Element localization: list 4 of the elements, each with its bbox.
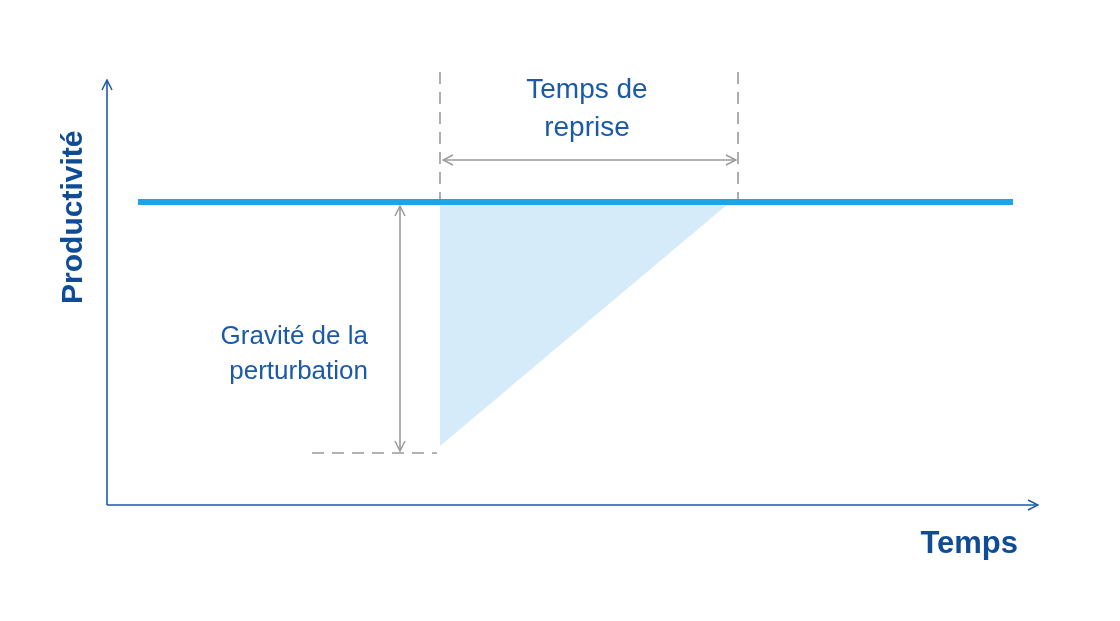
axis-title: Productivité (54, 129, 90, 306)
axis-title: Temps (919, 524, 1018, 562)
dimension-label: Temps de reprise (525, 72, 649, 144)
dimension-label: Gravité de la perturbation (219, 319, 368, 388)
